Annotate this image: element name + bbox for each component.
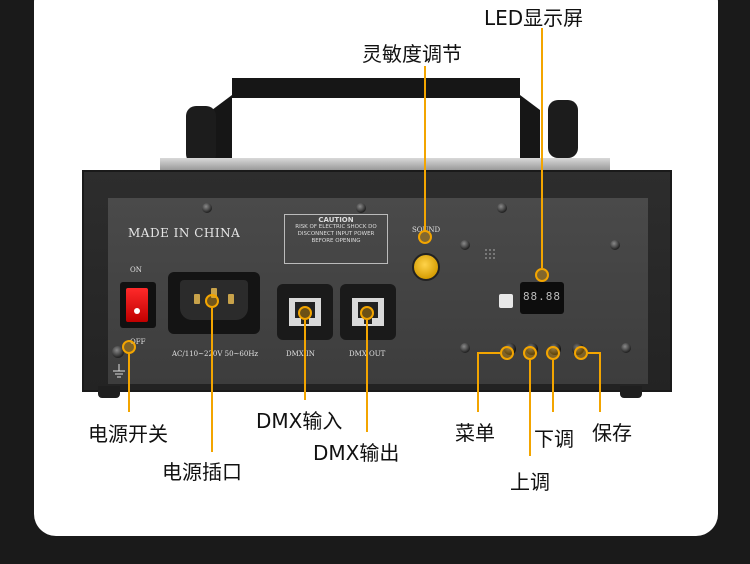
callout-dmx-in: DMX输入 [256,409,343,433]
marker-menu [500,346,514,360]
mic-grille-icon [485,249,495,259]
device-foot-right [620,386,642,398]
marker-sensitivity [418,230,432,244]
callout-line-menu [477,352,500,412]
marker-up [523,346,537,360]
power-pin [228,294,234,304]
callout-down: 下调 [534,427,574,451]
screw [610,240,620,250]
bracket-knob-right[interactable] [548,100,578,158]
power-pin [194,294,200,304]
callout-up: 上调 [510,470,550,494]
callout-power-switch: 电源开关 [88,422,168,446]
power-switch[interactable] [126,288,148,322]
device-foot-left [98,386,120,398]
screw [202,203,212,213]
led-display: 88.88 [520,282,564,314]
voltage-label: AC/110~220V 50~60Hz [172,350,259,358]
screw [497,203,507,213]
callout-sensitivity: 灵敏度调节 [362,42,462,66]
caution-sticker: CAUTION RISK OF ELECTRIC SHOCK DO DISCON… [284,214,388,264]
marker-power-switch [122,340,136,354]
ground-screw [112,346,124,358]
caution-line: DISCONNECT INPUT POWER [297,231,375,237]
marker-dmx-in [298,306,312,320]
off-label: OFF [130,338,146,346]
marker-power-socket [205,294,219,308]
callout-save: 保存 [592,421,632,445]
marker-led [535,268,549,282]
screw [460,343,470,353]
bracket-knob-left[interactable] [186,106,216,164]
made-in-label: MADE IN CHINA [128,226,241,240]
screw [621,343,631,353]
dmx-in-port-label: DMX IN [286,350,315,358]
screw [356,203,366,213]
callout-menu: 菜单 [455,421,495,445]
switch-dot [134,308,140,314]
marker-down [546,346,560,360]
marker-save [574,346,588,360]
ground-icon [113,364,125,378]
callout-power-socket: 电源插口 [162,460,242,484]
ir-receiver-icon [499,294,513,308]
screw [460,240,470,250]
top-plate [160,158,610,170]
caution-line: RISK OF ELECTRIC SHOCK DO [295,224,377,230]
callout-led-display: LED显示屏 [484,6,584,30]
on-label: ON [130,266,142,274]
caution-title: CAUTION [318,216,354,224]
marker-dmx-out [360,306,374,320]
callout-line-save [588,352,601,412]
callout-dmx-out: DMX输出 [313,441,400,465]
sensitivity-knob[interactable] [412,253,440,281]
caution-line: BEFORE OPENING [311,238,361,244]
power-pin [211,288,217,298]
